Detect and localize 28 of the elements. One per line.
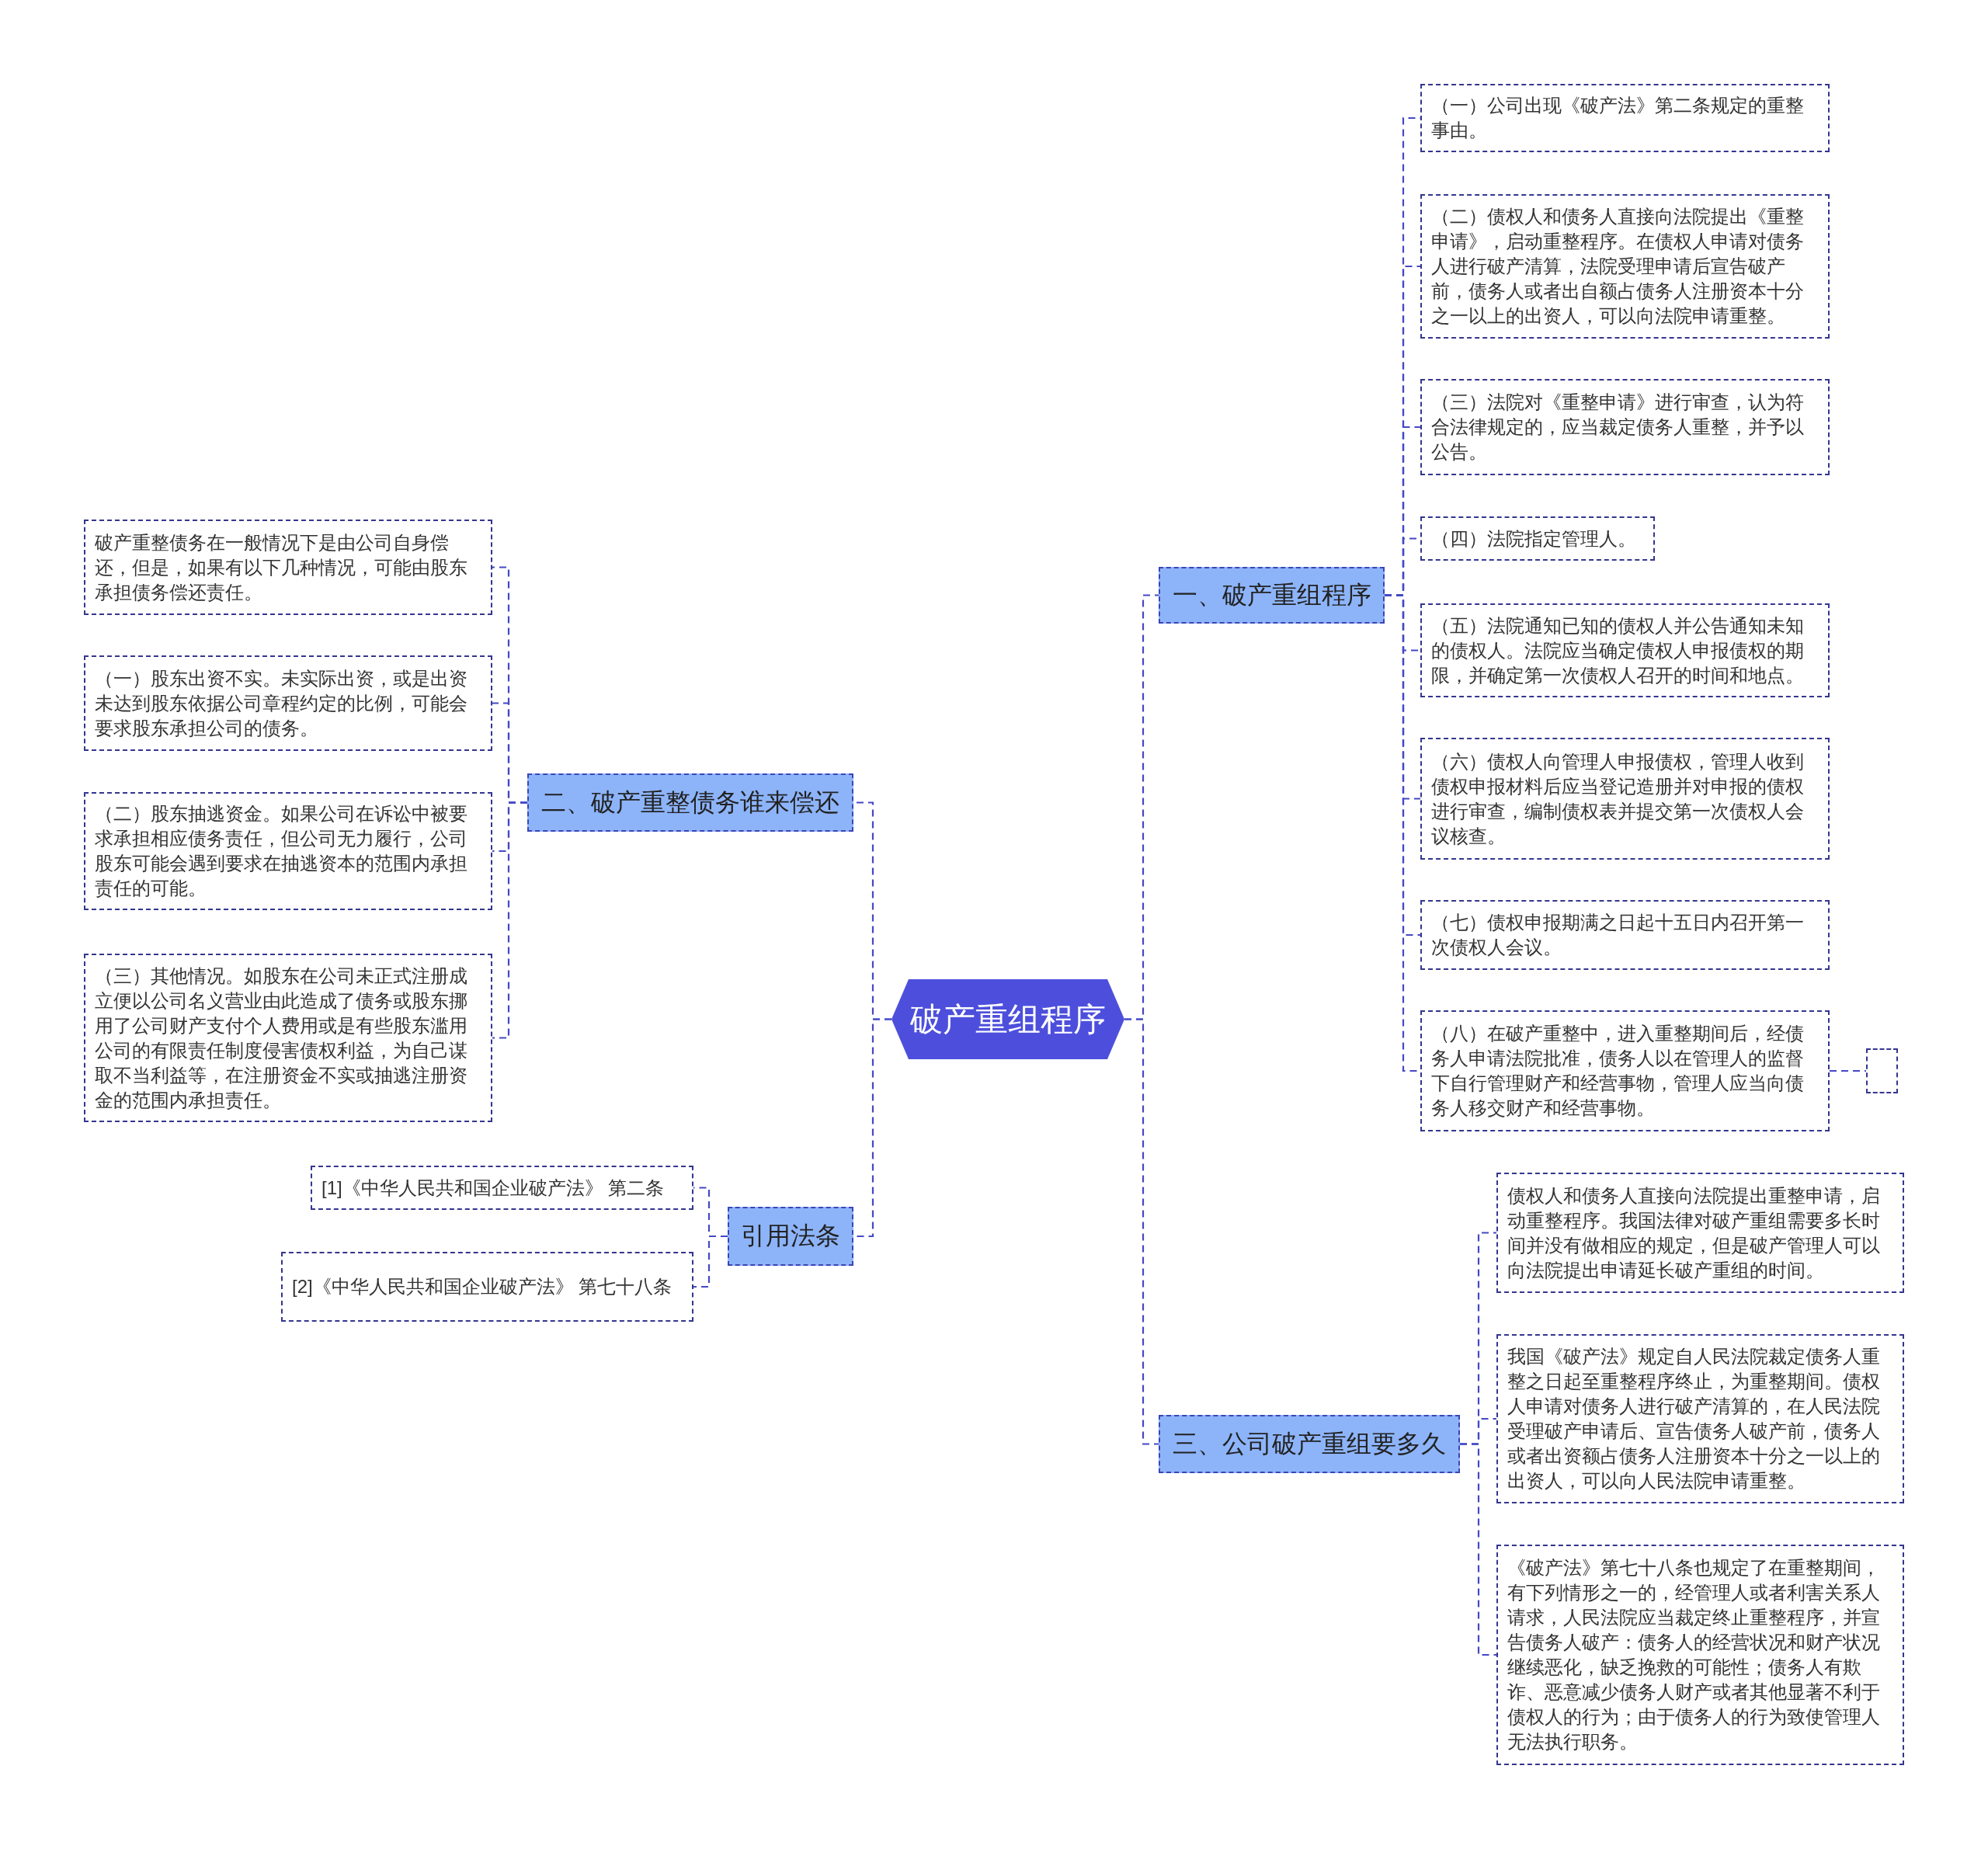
central-topic-hexagon: 破产重组程序 — [891, 979, 1124, 1059]
connector-line — [1460, 1443, 1496, 1656]
text-box: （一）股东出资不实。未实际出资，或是出资未达到股东依据公司章程约定的比例，可能会要求股东承担公司的债务。 — [84, 655, 492, 751]
text-box: 《破产法》第七十八条也规定了在重整期间，有下列情形之一的，经管理人或者利害关系人请求，人民法院应当裁定终止重整程序，并宣告债务人破产：债务人的经营状况和财产状况继续恶化，缺乏挽救的可能性；债务人有欺诈、恶意减少债务人财产或者其他显著不利于债权人的行为；由于债务人的行为致使管理人无法执行职务。 — [1496, 1545, 1904, 1765]
text-box: （四）法院指定管理人。 — [1420, 516, 1655, 561]
text-box: 债权人和债务人直接向法院提出重整申请，启动重整程序。我国法律对破产重组需要多长时间并没有做相应的规定，但是破产管理人可以向法院提出申请延长破产重组的时间。 — [1496, 1173, 1904, 1293]
text-box: （五）法院通知已知的债权人并公告通知未知的债权人。法院应当确定债权人申报债权的期限，并确定第一次债权人召开的时间和地点。 — [1420, 603, 1830, 697]
connector-line — [693, 1235, 728, 1288]
text-box: （八）在破产重整中，进入重整期间后，经债务人申请法院批准，债务人以在管理人的监督下自行管理财产和经营事物，管理人应当向债务人移交财产和经营事物。 — [1420, 1010, 1830, 1131]
text-box: （三）法院对《重整申请》进行审查，认为符合法律规定的，应当裁定债务人重整，并予以公告。 — [1420, 379, 1830, 475]
text-box: 我国《破产法》规定自人民法院裁定债务人重整之日起至重整程序终止，为重整期间。债权人申请对债务人进行破产清算的，在人民法院受理破产申请后、宣告债务人破产前，债务人或者出资额占债务人注册资本十分之一以上的出资人，可以向人民法院申请重整。 — [1496, 1334, 1904, 1503]
text-box: （七）债权申报期满之日起十五日内召开第一次债权人会议。 — [1420, 900, 1830, 970]
text-box: （二）债权人和债务人直接向法院提出《重整申请》，启动重整程序。在债权人申请对债务人进行破产清算，法院受理申请后宣告破产前，债务人或者出自额占债务人注册资本十分之一以上的出资人，可以向法院申请重整。 — [1420, 194, 1830, 339]
topic-box: 一、破产重组程序 — [1159, 567, 1385, 624]
topic-box: 三、公司破产重组要多久 — [1159, 1415, 1460, 1473]
text-box: 破产重整债务在一般情况下是由公司自身偿还，但是，如果有以下几种情况，可能由股东承担债务偿还责任。 — [84, 520, 492, 615]
empty-box — [1866, 1048, 1898, 1093]
connector-line — [1830, 1069, 1866, 1072]
connector-line — [492, 801, 527, 1039]
text-box: [1]《中华人民共和国企业破产法》 第二条 — [311, 1166, 693, 1210]
text-box: （二）股东抽逃资金。如果公司在诉讼中被要求承担相应债务责任，但公司无力履行，公司股东可能会遇到要求在抽逃资本的范围内承担责任的可能。 — [84, 792, 492, 910]
text-box: （六）债权人向管理人申报债权，管理人收到债权申报材料后应当登记造册并对申报的债权进行审查，编制债权表并提交第一次债权人会议核查。 — [1420, 738, 1830, 860]
text-box: （一）公司出现《破产法》第二条规定的重整事由。 — [1420, 84, 1830, 152]
topic-box: 引用法条 — [728, 1207, 853, 1266]
text-box: （三）其他情况。如股东在公司未正式注册成立便以公司名义营业由此造成了债务或股东挪用了公司财产支付个人费用或是有些股东滥用公司的有限责任制度侵害债权利益，为自己谋取不当利益等，在注册资金不实或抽逃注册资金的范围内承担责任。 — [84, 954, 492, 1122]
topic-box: 二、破产重整债务谁来偿还 — [527, 773, 853, 832]
connector-line — [1124, 1018, 1159, 1445]
text-box: [2]《中华人民共和国企业破产法》 第七十八条 — [281, 1252, 693, 1322]
